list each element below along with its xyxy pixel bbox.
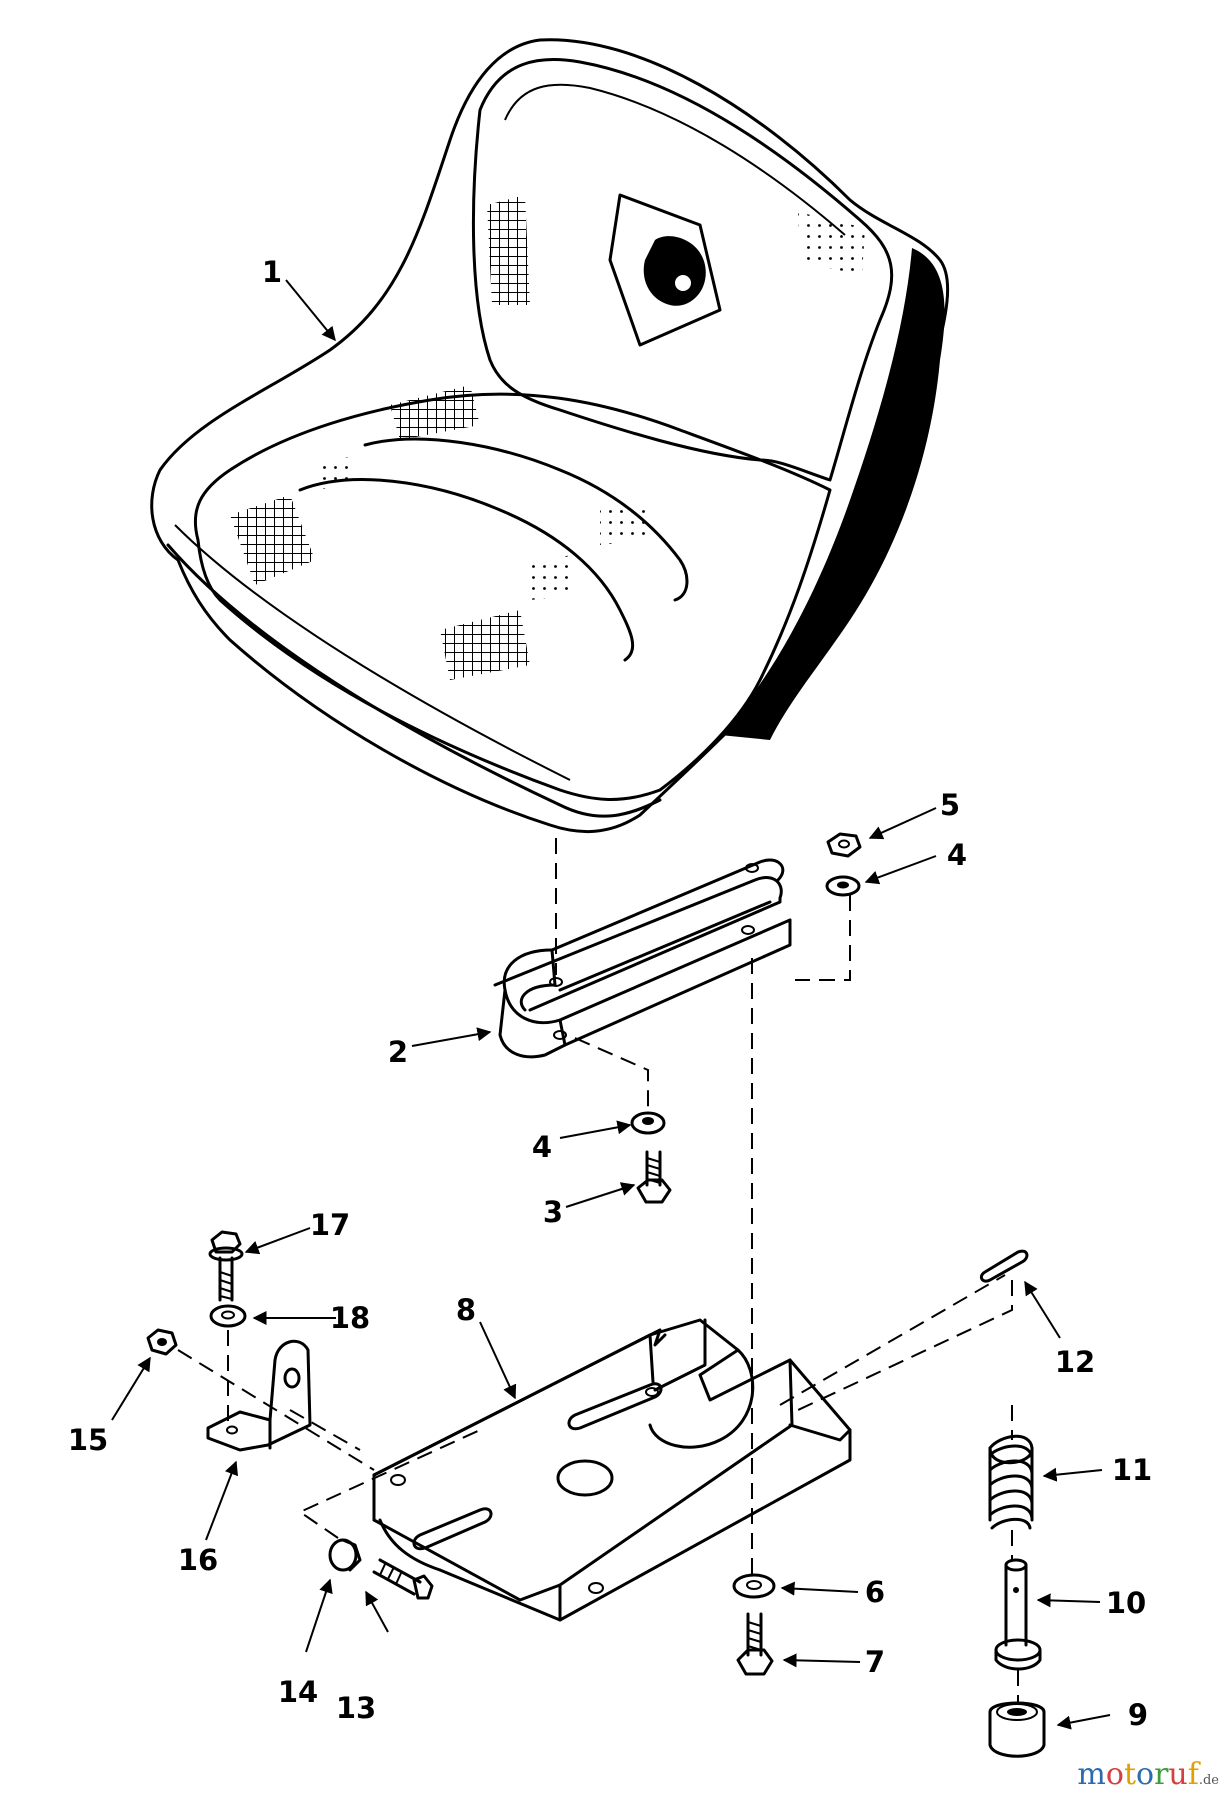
seat-dots-cushion-b [530, 555, 575, 600]
seat-groove-rear [363, 437, 689, 602]
watermark-letters: motoruf [1077, 1757, 1198, 1792]
watermark-letter: r [1154, 1757, 1169, 1792]
callout-2: 2 [388, 1035, 408, 1069]
lock-washer-4-lower [630, 1111, 666, 1135]
callout-7: 7 [865, 1645, 885, 1679]
nut-15 [146, 1328, 178, 1356]
cotter-pin-12 [979, 1249, 1029, 1283]
callout-13: 13 [336, 1691, 376, 1725]
callout-9: 9 [1128, 1698, 1148, 1732]
watermark-letter: t [1123, 1757, 1136, 1792]
seat-logo-diamond [608, 193, 722, 347]
callout-10: 10 [1106, 1586, 1146, 1620]
seat-side-shadow [720, 248, 945, 740]
seat-quilt-rear [390, 385, 480, 440]
callout-18: 18 [330, 1301, 370, 1335]
pivot-bracket [206, 1339, 312, 1452]
seat-quilt-left [230, 495, 315, 585]
callout-8: 8 [456, 1293, 476, 1327]
callout-16: 16 [178, 1543, 218, 1577]
watermark-letter: u [1168, 1757, 1188, 1792]
seat-dots-right [798, 212, 865, 275]
clevis-pin-10 [994, 1558, 1042, 1671]
callout-5: 5 [940, 788, 960, 822]
seat-cushion-panel [193, 392, 832, 801]
assembly-lines [177, 838, 1019, 1702]
lock-washer-4-upper [825, 875, 861, 897]
seat-dots-cushion-c [320, 455, 355, 490]
seat-dots-cushion-a [600, 505, 650, 545]
callout-14: 14 [278, 1675, 318, 1709]
seat-logo-emblem [643, 236, 706, 306]
hex-nut-5 [826, 832, 862, 858]
nut-14 [328, 1538, 362, 1572]
callout-15: 15 [68, 1423, 108, 1457]
hex-bolt-3 [636, 1150, 672, 1204]
watermark-letter: o [1136, 1757, 1155, 1792]
watermark-letter: m [1077, 1757, 1106, 1792]
seat-groove-front [298, 478, 635, 662]
seat-spring-bracket [493, 858, 792, 1059]
seat-quilt-front [440, 610, 530, 680]
watermark-letter: f [1187, 1757, 1199, 1792]
callout-4-lower: 4 [532, 1130, 552, 1164]
watermark-suffix: .de [1198, 1773, 1219, 1788]
seat-outline [150, 38, 950, 834]
washer-18 [209, 1304, 247, 1328]
base-plate [372, 1318, 852, 1622]
seat-quilt-back-left [487, 195, 530, 305]
seat [150, 38, 950, 834]
cap-nut-9 [988, 1701, 1046, 1758]
seat-bottom-rim [166, 543, 662, 818]
bolt-13 [372, 1558, 434, 1600]
callout-11: 11 [1112, 1453, 1152, 1487]
washer-6 [732, 1573, 776, 1599]
callout-1: 1 [262, 255, 282, 289]
spring-11 [988, 1434, 1034, 1530]
callout-17: 17 [310, 1208, 350, 1242]
leader-arrows [111, 279, 1111, 1730]
callout-12: 12 [1055, 1345, 1095, 1379]
callout-labels: 1 2 3 4 4 5 6 7 8 9 10 11 12 13 14 15 16… [68, 255, 1152, 1732]
seat-backrest-panel [471, 58, 894, 482]
bolt-7 [736, 1612, 774, 1676]
callout-4-upper: 4 [947, 838, 967, 872]
watermark-letter: o [1105, 1757, 1124, 1792]
callout-6: 6 [865, 1575, 885, 1609]
flange-bolt-17 [208, 1230, 244, 1302]
callout-3: 3 [543, 1195, 563, 1229]
watermark-logo: motoruf.de [1077, 1757, 1219, 1792]
